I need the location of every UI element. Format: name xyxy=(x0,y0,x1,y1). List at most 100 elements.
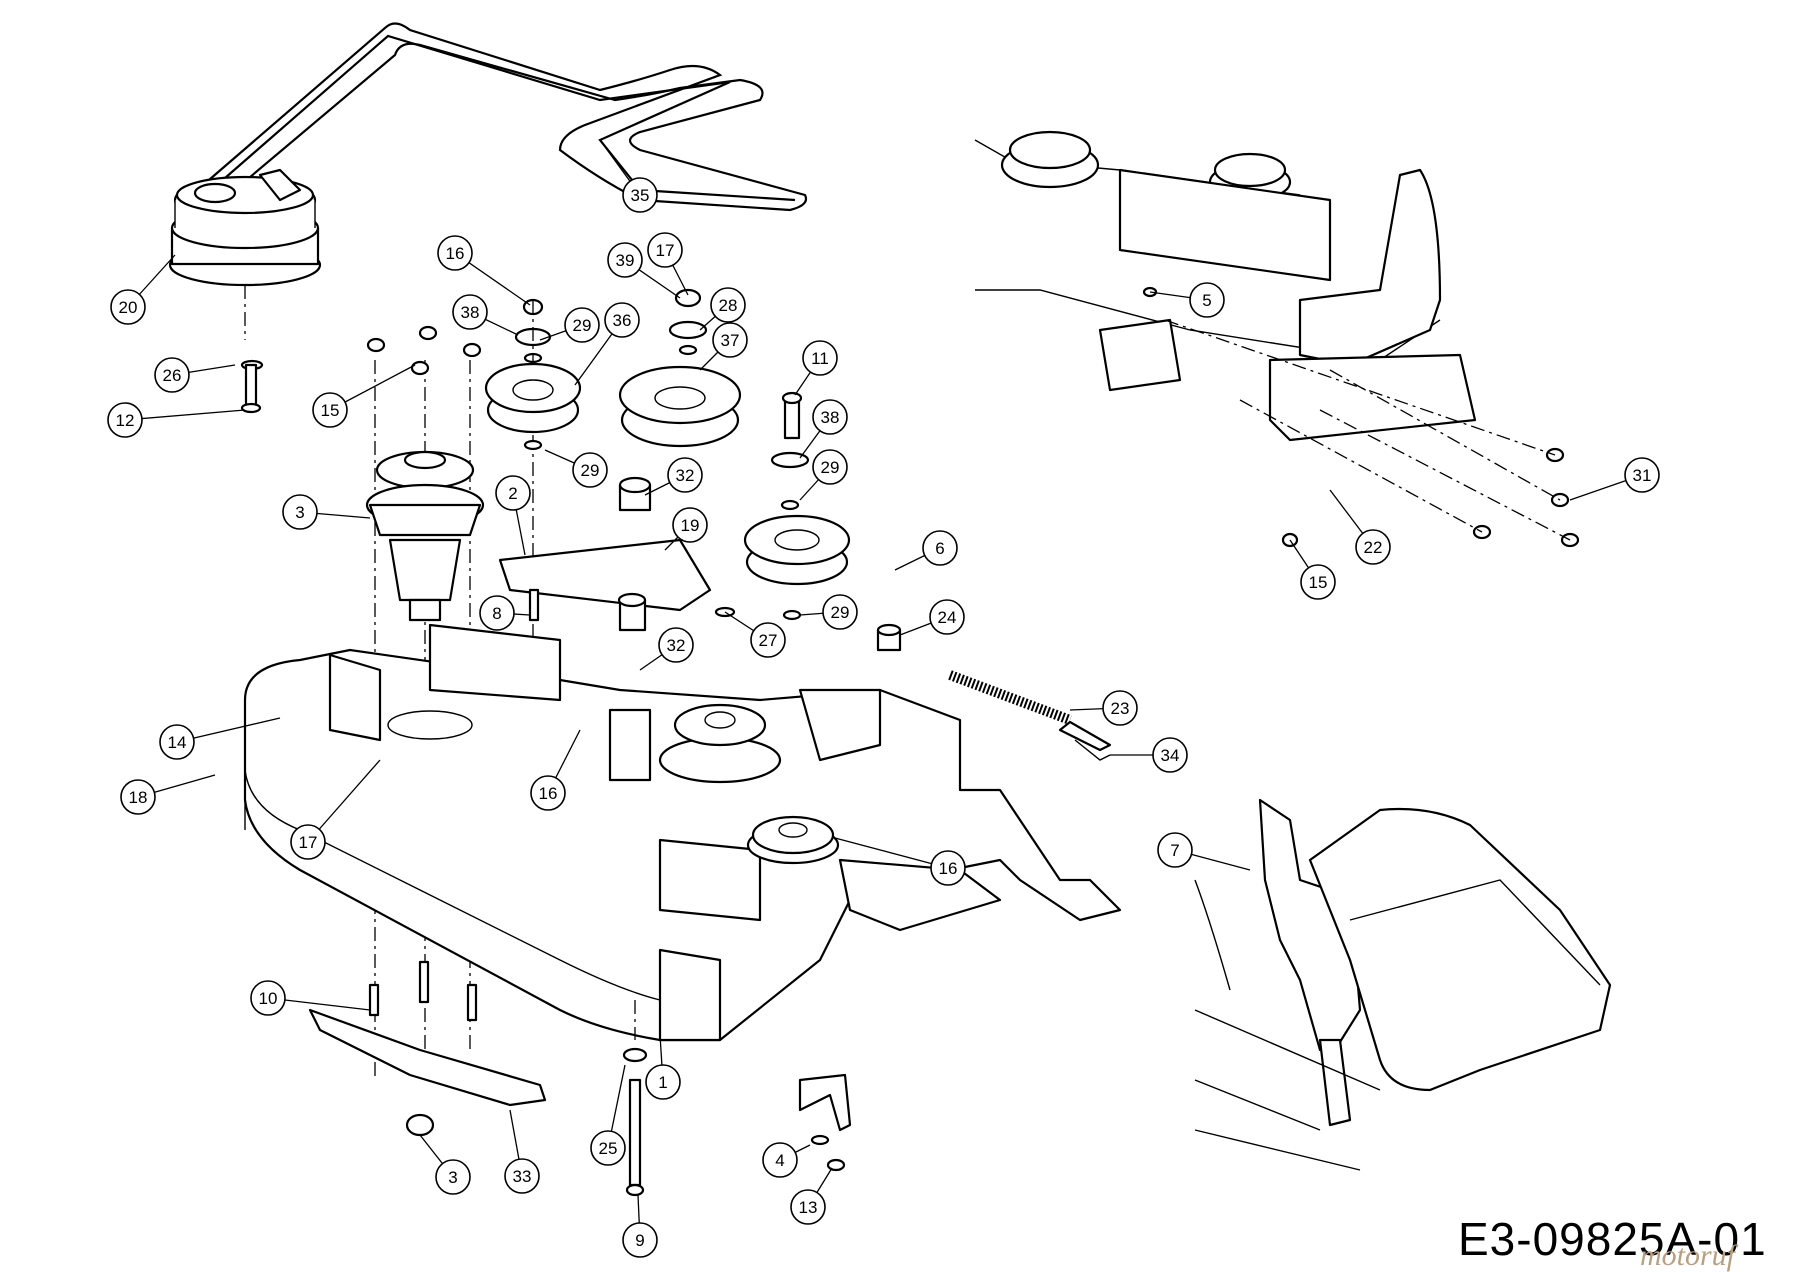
callout-10: 10 xyxy=(250,980,371,1016)
callout-number: 34 xyxy=(1161,746,1180,765)
callout-number: 29 xyxy=(573,316,592,335)
callout-20: 20 xyxy=(110,254,176,325)
callout-36: 36 xyxy=(574,302,640,386)
callout-4: 4 xyxy=(762,1142,811,1178)
callout-14: 14 xyxy=(159,717,281,760)
callout-circle xyxy=(607,242,643,278)
watermark: motoruf xyxy=(1640,1239,1739,1272)
callout-number: 37 xyxy=(721,331,740,350)
callout-number: 27 xyxy=(759,631,778,650)
callout-circle xyxy=(159,724,195,760)
callout-34: 34 xyxy=(1110,737,1188,773)
callout-26: 26 xyxy=(154,357,236,393)
callout-number: 1 xyxy=(658,1073,667,1092)
callout-number: 9 xyxy=(635,1231,644,1250)
bolt-11 xyxy=(770,391,810,511)
tension-spring xyxy=(876,623,1112,761)
callout-25: 25 xyxy=(590,1064,626,1166)
callout-leader xyxy=(834,837,949,869)
callout-number: 38 xyxy=(461,303,480,322)
callout-32: 32 xyxy=(644,457,703,496)
callout-38: 38 xyxy=(452,294,519,336)
callout-number: 29 xyxy=(831,603,850,622)
callout-circle xyxy=(750,622,786,658)
callout-number: 22 xyxy=(1364,538,1383,557)
callout-number: 12 xyxy=(116,411,135,430)
callout-circle xyxy=(647,232,683,268)
callout-number: 28 xyxy=(719,296,738,315)
idler-pulley-36 xyxy=(484,300,582,640)
callout-number: 35 xyxy=(631,186,650,205)
callout-1: 1 xyxy=(645,1034,681,1100)
callout-39: 39 xyxy=(607,242,681,299)
callout-circle xyxy=(452,294,488,330)
callout-circle xyxy=(120,779,156,815)
callout-11: 11 xyxy=(794,340,838,396)
callout-37: 37 xyxy=(699,322,748,371)
callout-circle xyxy=(110,289,146,325)
callout-17: 17 xyxy=(647,232,689,296)
callout-circle xyxy=(645,1064,681,1100)
callout-7: 7 xyxy=(1157,832,1251,871)
mower-blade xyxy=(308,1008,547,1137)
callout-16: 16 xyxy=(437,235,531,306)
callout-circle xyxy=(154,357,190,393)
callout-circle xyxy=(282,494,318,530)
callout-13: 13 xyxy=(790,1167,833,1225)
callout-number: 10 xyxy=(259,989,278,1008)
callout-18: 18 xyxy=(120,774,216,815)
callout-number: 16 xyxy=(446,244,465,263)
callout-number: 32 xyxy=(676,466,695,485)
callout-circle xyxy=(1624,457,1660,493)
callout-circle xyxy=(658,627,694,663)
callout-number: 14 xyxy=(168,733,187,752)
callout-leader xyxy=(307,759,381,843)
drawing-code: E3-09825A-01 xyxy=(1458,1213,1767,1265)
inset-rear-view xyxy=(974,130,1580,548)
callout-number: 23 xyxy=(1111,699,1130,718)
callout-number: 16 xyxy=(539,784,558,803)
callout-circle xyxy=(812,399,848,435)
callout-number: 8 xyxy=(492,604,501,623)
callout-32: 32 xyxy=(639,627,694,671)
callout-number: 26 xyxy=(163,366,182,385)
callout-circle xyxy=(812,449,848,485)
bracket-4 xyxy=(798,1073,852,1172)
callout-circle xyxy=(479,595,515,631)
callout-35: 35 xyxy=(599,139,658,213)
callout-number: 6 xyxy=(935,539,944,558)
callout-number: 5 xyxy=(1202,291,1211,310)
callout-number: 3 xyxy=(448,1168,457,1187)
callout-number: 33 xyxy=(513,1167,532,1186)
callout-24: 24 xyxy=(899,599,965,636)
callout-29: 29 xyxy=(544,449,608,488)
callout-33: 33 xyxy=(504,1109,540,1194)
callout-number: 24 xyxy=(938,608,957,627)
callout-circle xyxy=(250,980,286,1016)
callout-number: 25 xyxy=(599,1139,618,1158)
callout-19: 19 xyxy=(664,507,708,551)
callout-circle xyxy=(312,392,348,428)
callout-circle xyxy=(604,302,640,338)
callout-number: 7 xyxy=(1170,841,1179,860)
callout-circle xyxy=(922,530,958,566)
callout-15: 15 xyxy=(1289,539,1336,600)
callout-9: 9 xyxy=(622,1194,658,1258)
callout-number: 19 xyxy=(681,516,700,535)
spindle-right xyxy=(746,815,840,865)
callout-circle xyxy=(1355,529,1391,565)
callout-circle xyxy=(822,594,858,630)
callout-circle xyxy=(504,1158,540,1194)
callout-circle xyxy=(762,1142,798,1178)
callout-number: 17 xyxy=(656,241,675,260)
idler-pulley-37 xyxy=(618,288,742,448)
callout-number: 3 xyxy=(295,503,304,522)
callout-29: 29 xyxy=(539,307,600,343)
callout-circle xyxy=(929,599,965,635)
callout-6: 6 xyxy=(894,530,958,571)
inset-side-view xyxy=(1194,798,1612,1171)
callout-15: 15 xyxy=(312,364,416,428)
callout-number: 11 xyxy=(811,349,829,368)
